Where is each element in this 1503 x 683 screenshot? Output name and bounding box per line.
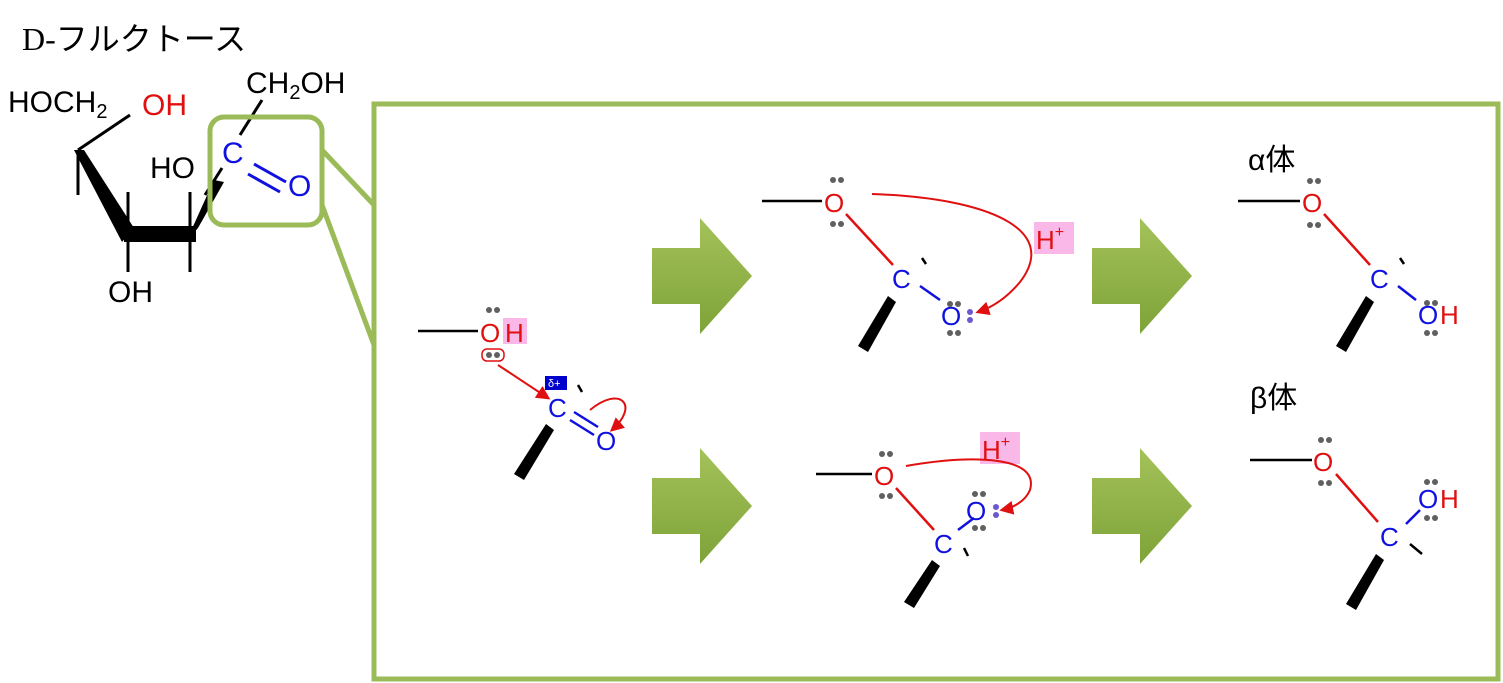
bottom-oxygen-2: O [966,496,986,526]
svg-text:H+: H+ [982,434,1010,465]
lone-pair-highlight [481,348,505,362]
alpha-oxygen: O [1302,188,1322,218]
block-arrow-bottom-left [652,448,752,564]
title: D-フルクトース [22,21,246,57]
hoch2-label: HOCH [8,86,96,119]
delta-label: δ+ [548,378,561,390]
top-proton-arrow [871,193,1033,316]
alpha-product: α体 O C O H [1238,144,1459,352]
carbonyl-highlight-box [207,114,325,228]
bottom-hplus: H [982,435,1001,465]
beta-label: β体 [1250,382,1297,415]
block-arrow-top-left [652,218,752,334]
bottom-proton-arrow [905,458,1032,515]
fructose-structure: HOCH2 OH CH2OH HO OH C O [8,67,345,309]
bottom-carbon: C [934,529,953,559]
ch2oh-subscript: 2 [289,82,300,104]
start-hydrogen: H [505,318,524,348]
top-hplus: H [1036,225,1055,255]
hoch2-subscript: 2 [96,101,107,123]
start-oxygen-2: O [596,426,616,456]
h-highlight [503,318,527,344]
beta-oxygen: O [1313,447,1333,477]
callout-line-bottom [319,204,377,346]
alpha-label: α体 [1248,144,1295,177]
bottom-hplus-highlight [980,432,1020,464]
start-carbon: C [548,393,567,423]
top-hplus-highlight [1034,222,1074,254]
ch2oh-label: CH [246,67,289,100]
callout-line-top [320,148,376,207]
pi-arrow [589,397,627,432]
start-structure: O H δ+ C O [418,307,627,480]
beta-carbon: C [1380,522,1399,552]
alpha-carbon: C [1370,264,1389,294]
oh-bottom-label: OH [108,276,153,309]
alpha-oxygen-2: O [1418,300,1438,330]
beta-product: β体 O C O H [1250,382,1459,610]
top-intermediate: O C O H+ [762,177,1074,352]
top-hplus-sup: + [1055,224,1064,241]
fructose-oxygen: O [288,170,311,203]
beta-oxygen-2: O [1418,484,1438,514]
top-oxygen: O [824,188,844,218]
bottom-oxygen: O [874,461,894,491]
beta-hydrogen: H [1440,484,1459,514]
mechanism-panel [371,101,1501,682]
delta-badge [545,376,567,390]
ho-label: HO [150,152,195,185]
block-arrow-top-right [1092,218,1192,334]
svg-text:HOCH2: HOCH2 [8,86,107,123]
start-oxygen: O [480,318,500,348]
fructose-carbon: C [222,137,244,170]
block-arrow-bottom-right [1092,448,1192,564]
attack-arrow [497,364,551,400]
ch2oh-tail: OH [300,67,345,100]
oh-red-label: OH [142,89,187,122]
alpha-hydrogen: H [1440,300,1459,330]
bottom-hplus-sup: + [1001,434,1010,451]
top-carbon: C [892,264,911,294]
svg-text:H+: H+ [1036,224,1064,255]
bottom-intermediate: O C O H+ [816,432,1032,608]
top-oxygen-2: O [941,301,961,331]
svg-text:CH2OH: CH2OH [246,67,345,104]
